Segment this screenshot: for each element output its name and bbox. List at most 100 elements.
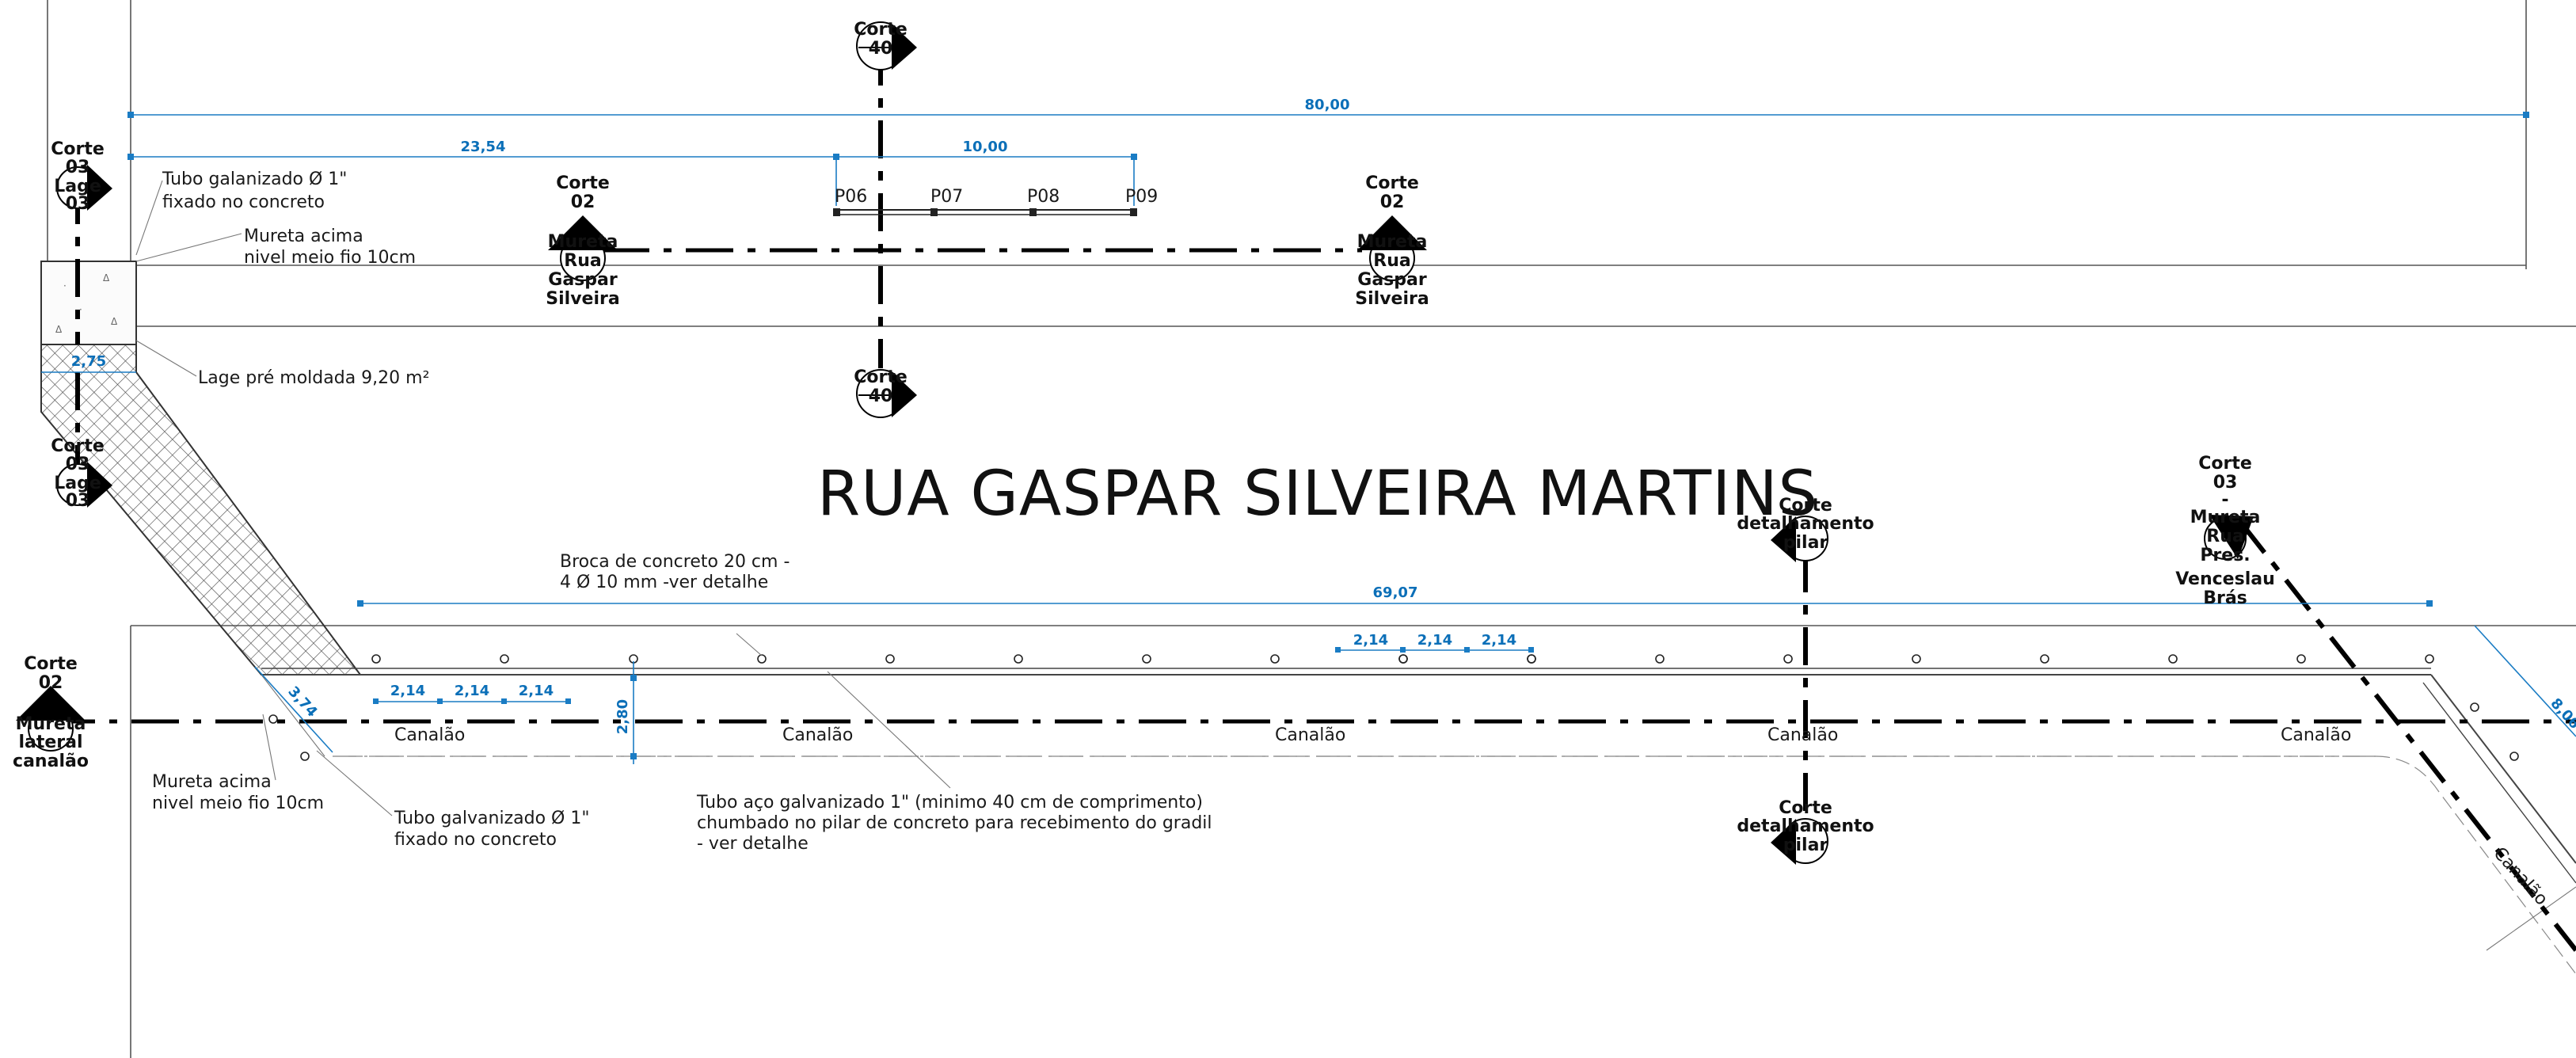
section-marker-corte02-canal — [16, 686, 86, 752]
section-marker-det-pilar-bottom — [1771, 818, 1828, 865]
corte03-lage-bottom-l3: Lage — [54, 474, 101, 493]
corte02-left-l2: 02 — [571, 192, 595, 212]
note-tubo-aco-2: chumbado no pilar de concreto para receb… — [697, 813, 1212, 833]
corte02-left-l5: Gaspar — [548, 270, 618, 290]
mureta-block: · Δ · Δ Δ — [40, 261, 137, 345]
corte02-right-l3: Mureta — [1357, 232, 1428, 252]
section-marker-corte40-bottom — [856, 369, 917, 418]
corte02-canal-l2: 02 — [39, 673, 63, 693]
corte02-right-l4: Rua — [1373, 251, 1410, 271]
corte40-top-l1: Corte — [854, 20, 907, 40]
det-pilar-bottom-l1: Corte — [1779, 798, 1832, 818]
corte03-lage-top-l3: Lage — [54, 177, 101, 196]
corte03-venceslau-l4: Mureta — [2190, 508, 2261, 527]
note-tubo-aco-3: - ver detalhe — [697, 834, 809, 854]
svg-text:Δ: Δ — [55, 324, 63, 335]
dim-80: 80,00 — [1305, 97, 1350, 113]
section-marker-corte03-venceslau — [2204, 515, 2254, 560]
dim-1000: 10,00 — [963, 139, 1008, 155]
dim-214-a: 2,14 — [390, 683, 425, 699]
det-pilar-top-l3: pilar — [1783, 533, 1828, 553]
canal-posts — [268, 654, 2519, 761]
corte40-bottom-l2: 40 — [869, 386, 893, 406]
section-marker-corte03-lage-top — [56, 165, 112, 211]
det-pilar-bottom-l3: pilar — [1783, 835, 1828, 855]
section-marker-corte40-top — [856, 21, 917, 70]
dim-374: 3,74 — [284, 683, 320, 721]
dim-214-b: 2,14 — [455, 683, 489, 699]
corte03-venceslau-l5: Rua — [2206, 527, 2243, 546]
note-lage: Lage pré moldada 9,20 m² — [198, 368, 429, 388]
section-marker-corte02-left — [548, 215, 618, 281]
note-broca-2: 4 Ø 10 mm -ver detalhe — [560, 573, 768, 592]
post-p06: P06 — [835, 187, 867, 207]
note-broca-1: Broca de concreto 20 cm - — [560, 552, 790, 572]
corte03-venceslau-l2: 03 — [2213, 473, 2238, 493]
note-tubo-galv-bottom-2: fixado no concreto — [394, 830, 557, 850]
svg-text:·: · — [63, 280, 67, 291]
corte03-venceslau-l7: Venceslau — [2175, 569, 2275, 589]
note-mureta-bottom-1: Mureta acima — [152, 772, 272, 792]
dim-280: 2,80 — [615, 699, 631, 734]
corte03-lage-top-l2: 03 — [66, 158, 90, 177]
canalao-label-3: Canalão — [1275, 725, 1345, 745]
corte02-canal-l4: lateral — [18, 733, 82, 752]
corte40-top-l2: 40 — [869, 39, 893, 59]
corte02-right-l2: 02 — [1380, 192, 1405, 212]
corte02-left-l1: Corte — [556, 173, 610, 193]
note-tubo-galv-top-2: fixado no concreto — [162, 192, 325, 212]
dim-806: 8,06 — [2547, 695, 2576, 733]
corte02-canal-l5: canalão — [13, 752, 89, 771]
corte03-venceslau-l1: Corte — [2198, 454, 2252, 474]
dimension-lines — [41, 112, 2576, 764]
section-marker-det-pilar-top — [1771, 516, 1828, 562]
det-pilar-top-l2: detalhamento — [1737, 514, 1874, 534]
corte02-left-l3: Mureta — [548, 232, 618, 252]
det-pilar-top-l1: Corte — [1779, 496, 1832, 516]
corte02-canal-l3: Mureta — [16, 714, 86, 734]
note-mureta-bottom-2: nivel meio fio 10cm — [152, 794, 324, 813]
dim-214-d: 2,14 — [1353, 632, 1388, 649]
note-tubo-galv-top-1: Tubo galanizado Ø 1" — [162, 169, 347, 189]
corte40-bottom-l1: Corte — [854, 367, 907, 387]
site-outlines — [47, 0, 2576, 1058]
corte02-right-l5: Gaspar — [1357, 270, 1427, 290]
note-tubo-galv-bottom-1: Tubo galvanizado Ø 1" — [394, 809, 589, 828]
note-mureta-top-1: Mureta acima — [244, 226, 363, 246]
det-pilar-bottom-l2: detalhamento — [1737, 816, 1874, 836]
section-marker-corte03-lage-bottom — [56, 462, 112, 508]
corte03-lage-top-l4: 03 — [66, 194, 90, 214]
canalao-label-2: Canalão — [782, 725, 853, 745]
section-marker-corte02-right — [1357, 215, 1427, 281]
dim-214-e: 2,14 — [1417, 632, 1452, 649]
corte02-left-l6: Silveira — [546, 289, 619, 309]
corte03-lage-bottom-l1: Corte — [51, 436, 105, 456]
corte03-lage-bottom-l2: 03 — [66, 455, 90, 474]
axis-lines — [48, 48, 2576, 952]
dim-275: 2,75 — [71, 353, 106, 370]
corte03-venceslau-l6: Pres. — [2200, 546, 2250, 565]
canal-lines — [261, 668, 2576, 975]
post-p09: P09 — [1125, 187, 1158, 207]
corte03-venceslau-l3: - — [2221, 490, 2228, 510]
fence-p06-p09 — [833, 208, 1137, 216]
corte03-venceslau-l8: Brás — [2203, 588, 2247, 608]
corte02-right-l6: Silveira — [1355, 289, 1429, 309]
canalao-label-1: Canalão — [394, 725, 465, 745]
dim-6907: 69,07 — [1373, 584, 1418, 601]
corte02-canal-l1: Corte — [24, 654, 78, 674]
corte03-lage-top-l1: Corte — [51, 139, 105, 159]
svg-text:Δ: Δ — [103, 272, 110, 284]
dim-214-c: 2,14 — [519, 683, 554, 699]
note-mureta-top-2: nivel meio fio 10cm — [244, 248, 416, 268]
corte02-right-l1: Corte — [1365, 173, 1419, 193]
post-p07: P07 — [930, 187, 963, 207]
canalao-label-4: Canalão — [1767, 725, 1838, 745]
note-tubo-aco-1: Tubo aço galvanizado 1" (minimo 40 cm de… — [696, 793, 1203, 813]
svg-text:·: · — [79, 304, 82, 315]
street-name: RUA GASPAR SILVEIRA MARTINS — [817, 459, 1818, 530]
corte02-left-l4: Rua — [564, 251, 601, 271]
post-p08: P08 — [1027, 187, 1060, 207]
svg-text:Δ: Δ — [111, 316, 118, 327]
